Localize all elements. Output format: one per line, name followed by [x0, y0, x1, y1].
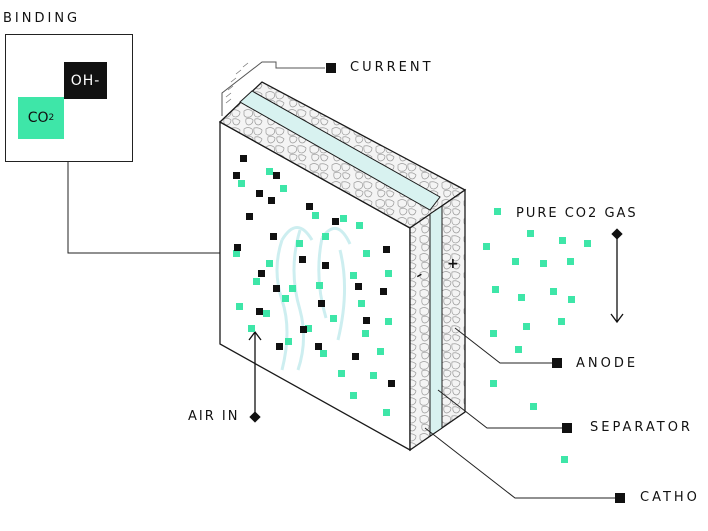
- anode-marker: [552, 358, 562, 368]
- current-label: CURRENT: [350, 60, 434, 75]
- anode-leader: [454, 327, 553, 364]
- co2-molecules-panel: [233, 168, 392, 416]
- gas-arrow: [610, 236, 624, 324]
- current-wire: [221, 61, 325, 116]
- side-separator-strip: [429, 205, 443, 437]
- gas-arrow-diamond: [611, 228, 623, 240]
- separator-label: SEPARATOR: [590, 420, 693, 435]
- oh-ions-panel: [233, 155, 395, 387]
- cathode-marker: [615, 493, 625, 503]
- cathode-label: CATHO: [640, 490, 700, 505]
- co2-subscript: 2: [48, 113, 55, 123]
- air-in-diamond: [249, 411, 261, 423]
- oh-ion-chip: OH-: [64, 62, 107, 99]
- top-separator-strip: [239, 90, 441, 211]
- separator-leader: [437, 389, 563, 429]
- air-in-label: AIR IN: [188, 409, 240, 424]
- co2-gas-released: [483, 208, 591, 463]
- current-marker: [326, 63, 336, 73]
- legend-title: BINDING: [3, 11, 81, 26]
- pure-gas-label: PURE CO2 GAS: [516, 206, 638, 221]
- co2-label: CO: [27, 110, 49, 126]
- legend-connector: [67, 162, 222, 254]
- oh-label: OH-: [70, 72, 101, 89]
- current-arrows: [225, 62, 249, 104]
- separator-marker: [562, 423, 572, 433]
- cathode-leader: [424, 427, 616, 499]
- plus-sign: +: [447, 256, 459, 272]
- anode-label: ANODE: [576, 356, 639, 371]
